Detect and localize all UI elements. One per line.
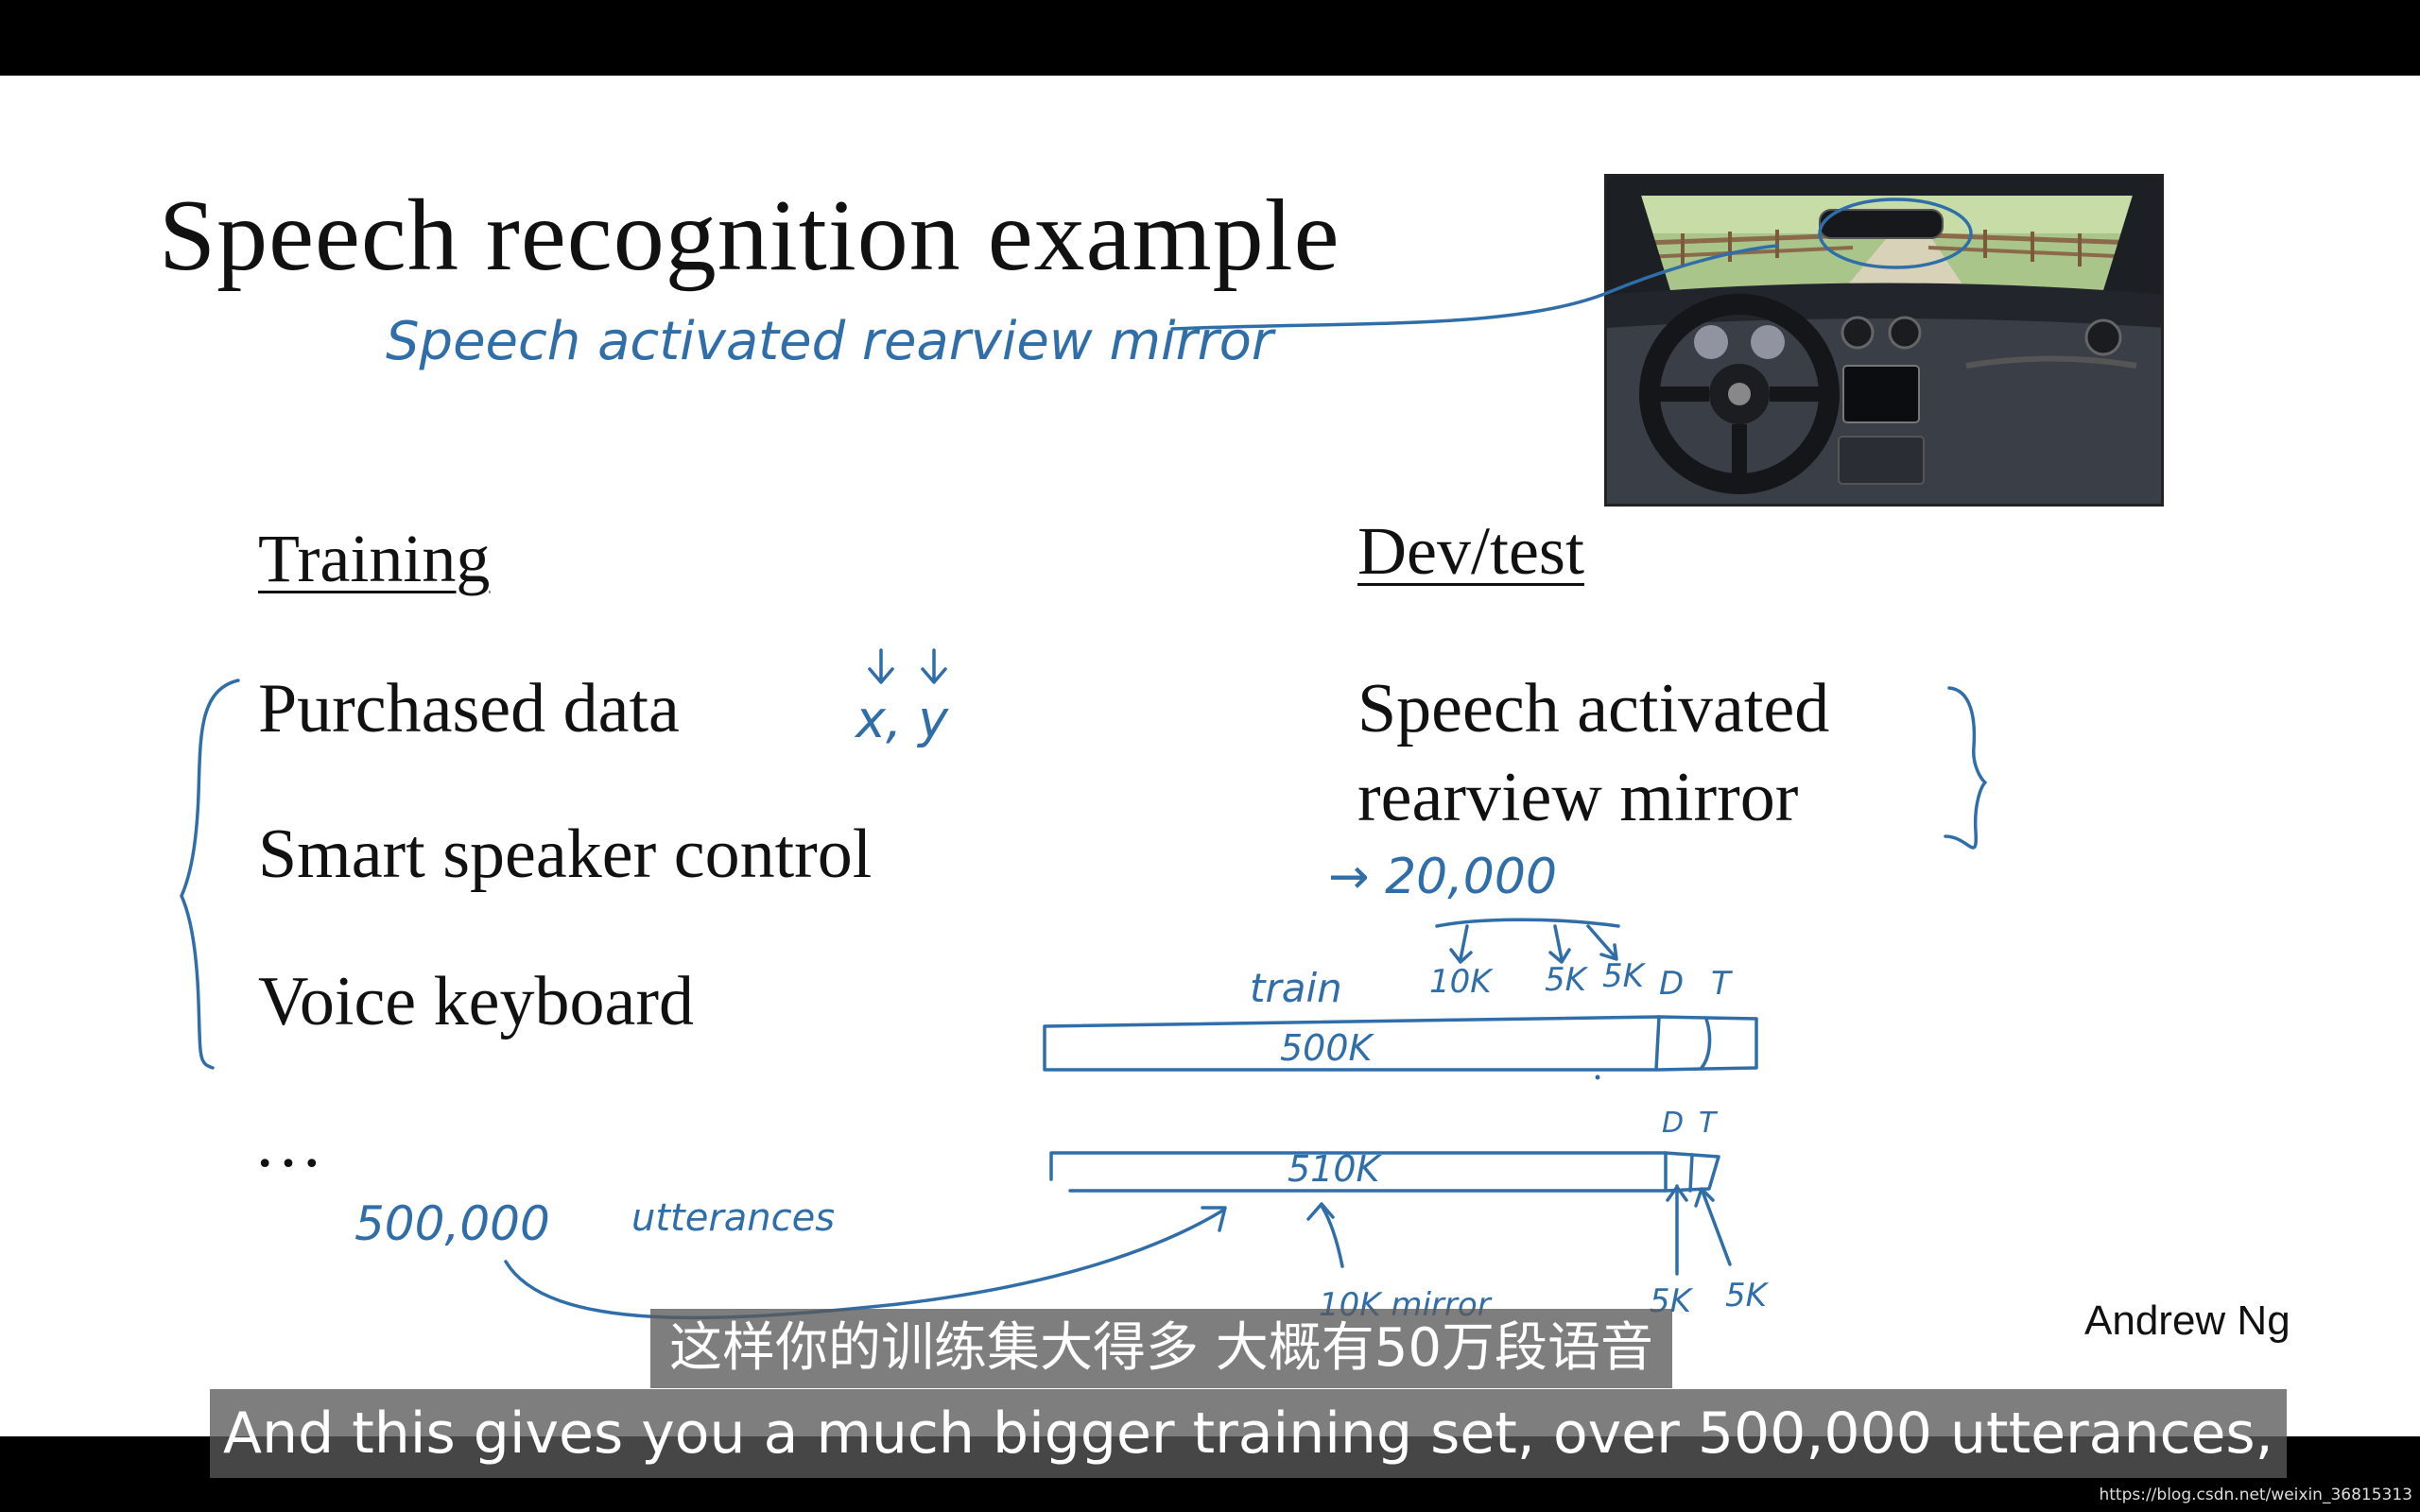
xy-note: x, y xyxy=(854,690,949,749)
mirror-10k-arrow xyxy=(1306,1202,1344,1268)
arrow-y xyxy=(921,648,947,684)
training-item-ellipsis: … xyxy=(253,1105,323,1182)
lecture-slide: Speech recognition example xyxy=(0,76,2420,1436)
bar2-arrow-5k-b xyxy=(1694,1187,1732,1266)
mirror-pointer-line xyxy=(1170,244,1779,331)
label-t: T xyxy=(1711,965,1733,1003)
slide-title: Speech recognition example xyxy=(159,180,1340,292)
car-interior-photo xyxy=(1604,174,2164,507)
split-arrow-10k xyxy=(1449,924,1473,964)
devtest-line-2: rearview mirror xyxy=(1357,759,1799,836)
devtest-heading: Dev/test xyxy=(1357,513,1584,589)
subtitle-english: And this gives you a much bigger trainin… xyxy=(210,1389,2287,1478)
subtitle-chinese: 这样你的训练集大得多 大概有50万段语音 xyxy=(650,1309,1673,1388)
devtest-count: → 20,000 xyxy=(1328,849,1557,905)
label-train: train xyxy=(1250,965,1342,1011)
bar2-arrow-5k-a xyxy=(1666,1184,1688,1276)
arrow-x xyxy=(868,648,894,684)
handwritten-annotations: Speech activated rearview mirror x, y → … xyxy=(180,198,1987,1324)
bar2-label-d: D xyxy=(1662,1107,1684,1140)
bar1-value: 500K xyxy=(1280,1027,1375,1069)
training-item-smart-speaker: Smart speaker control xyxy=(258,816,873,893)
speech-note: Speech activated rearview mirror xyxy=(386,311,1276,372)
training-heading: Training xyxy=(258,521,491,596)
bar1-divider-t xyxy=(1700,1017,1712,1070)
split-10k: 10K xyxy=(1429,963,1494,1001)
split-bracket xyxy=(1435,918,1620,928)
author-credit: Andrew Ng xyxy=(2084,1297,2290,1344)
bar2-label-t: T xyxy=(1699,1107,1719,1140)
split-arrow-5k-b xyxy=(1586,924,1618,961)
bottom-5k-b: 5K xyxy=(1725,1277,1770,1314)
ink-dot xyxy=(1595,1074,1600,1080)
utterances-word: utterances xyxy=(631,1196,835,1240)
devtest-brace xyxy=(1944,686,1987,850)
split-5k-b: 5K xyxy=(1602,957,1647,995)
car-interior-illustration xyxy=(1607,177,2161,504)
bar1-outline xyxy=(1043,1015,1758,1072)
split-arrow-5k-a xyxy=(1548,924,1571,964)
utterances-curve xyxy=(504,1206,1227,1320)
utterances-count: 500,000 xyxy=(354,1196,550,1251)
bar2-outline xyxy=(1049,1151,1720,1193)
mirror-circle xyxy=(1818,198,1973,269)
letterbox-bottom xyxy=(0,1436,2420,1512)
bar2-divider-t xyxy=(1688,1153,1694,1193)
training-item-purchased-data: Purchased data xyxy=(258,670,680,747)
training-item-voice-keyboard: Voice keyboard xyxy=(258,963,694,1040)
label-d: D xyxy=(1659,965,1684,1003)
training-brace xyxy=(180,679,240,1070)
source-watermark: https://blog.csdn.net/weixin_36815313 xyxy=(2099,1486,2412,1504)
bar1-divider-d xyxy=(1654,1015,1661,1072)
devtest-line-1: Speech activated xyxy=(1357,670,1830,747)
split-5k-a: 5K xyxy=(1545,961,1589,999)
letterbox-top xyxy=(0,0,2420,76)
bar2-value: 510K xyxy=(1288,1148,1383,1190)
